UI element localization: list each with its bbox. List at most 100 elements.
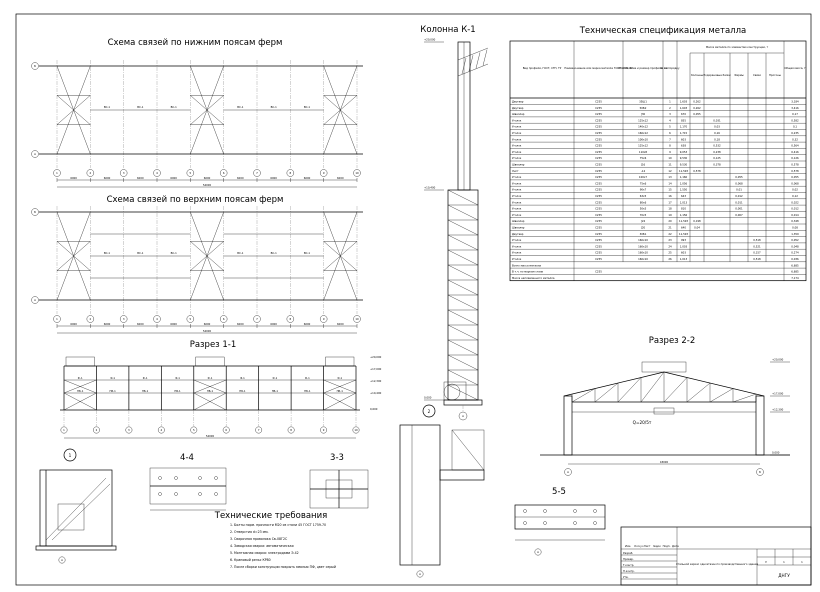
beam-end [451, 429, 485, 471]
beam-mark: ПБ-1 [207, 389, 214, 393]
stamp-border [620, 526, 812, 586]
stamp-role: Т.контр. [623, 563, 634, 567]
elev-mark: +12,300 [772, 408, 784, 412]
bolt-hole [158, 476, 162, 480]
spec-cell: С255 [595, 226, 602, 230]
spec-cell: Уголок [512, 207, 522, 211]
spec-cell: 63х5 [640, 194, 647, 198]
title-tech: Технические требования [214, 511, 327, 521]
bolt-hole [593, 521, 597, 525]
spec-cell: 0,011 [735, 200, 743, 204]
bolt-hole [543, 509, 547, 513]
node2-axis-label: А [419, 572, 421, 576]
sec11-axis-label: 5 [193, 428, 195, 432]
spec-cell: 0,235 [791, 131, 799, 135]
spec-cell: 4 [669, 118, 671, 122]
brace [323, 379, 357, 394]
elev-mark: +20,000 [424, 38, 436, 42]
spec-cell: Уголок [512, 257, 522, 261]
spec-cell: 0,031 [713, 118, 721, 122]
spec-cell: 0,238 [713, 150, 721, 154]
spec-cell: 0,262 [693, 106, 701, 110]
spec-cell: Двутавр [512, 106, 524, 110]
title-5-5: 5-5 [552, 487, 566, 497]
spec-cell: 16 [668, 194, 672, 198]
spec-cell: 160х10 [638, 251, 648, 255]
dim-span: 6000 [104, 322, 111, 326]
spec-cell: 50х5 [640, 207, 647, 211]
truss-web [482, 49, 488, 66]
axis-1-bubble [53, 315, 61, 323]
stamp-sheet: 1 [783, 560, 785, 564]
spec-cell: С255 [595, 200, 602, 204]
requirement-item: 4. Заводская сварка: автоматическая [230, 544, 294, 548]
sec11-axis-bubble [255, 426, 263, 434]
section-4-4: 4-4 [149, 453, 227, 511]
spec-cell: С255 [595, 144, 602, 148]
spec-cell: 75х6 [640, 181, 647, 185]
strut-mark: ВС-1 [304, 251, 311, 255]
spec-cell: 3,416 [791, 106, 799, 110]
beam-mark: ПБ-1 [304, 389, 311, 393]
lattice [447, 309, 479, 326]
spec-subhead: Связи [753, 73, 761, 77]
spec-cell: 6 [669, 131, 671, 135]
spec-cell: 670 [681, 112, 686, 116]
brace-cross [56, 241, 91, 271]
sec11-axis-label: 7 [258, 428, 260, 432]
axis-5-label: 5 [190, 171, 192, 175]
gusset [57, 503, 85, 531]
spec-cell: 70х5 [640, 213, 647, 217]
spec-cell: С255 [595, 118, 602, 122]
stamp-sheets: 1 [801, 560, 803, 564]
spec-cell: С255 [595, 175, 602, 179]
section-1-1: Разрез 1-1 1ПБ-1Ф-12ПБ-1Ф-13ПБ-1Ф-14ПБ-1… [60, 340, 382, 439]
dim-span: 6000 [170, 322, 177, 326]
lattice [447, 234, 479, 251]
spec-table: Техническая спецификация металла Вид про… [509, 26, 807, 282]
spec-cell: 8 [669, 144, 671, 148]
spec-cell: Швеллер [512, 163, 525, 167]
spec-cell: С255 [595, 181, 602, 185]
sec11-axis-bubble [125, 426, 133, 434]
lantern [195, 356, 225, 367]
spec-cell: 0,126 [791, 156, 799, 160]
dim-span: 6000 [304, 322, 311, 326]
dim-span: 6000 [104, 176, 111, 180]
spec-cell: 0,022 [791, 200, 799, 204]
brace-cross [190, 95, 224, 125]
truss-diagonal [640, 371, 665, 403]
bolt-hole [174, 492, 178, 496]
axis-row-Б-label: Б [34, 210, 36, 214]
spec-cell: 3,184 [791, 100, 799, 104]
spec-cell: 0,32 [792, 137, 798, 141]
sec11-axis-bubble [320, 426, 327, 434]
spec-cell: 7 [669, 137, 671, 141]
spec-cell: 603 [681, 137, 686, 141]
lattice [447, 354, 479, 371]
axis-6-bubble [219, 169, 228, 177]
spec-cell: 0,378 [713, 163, 721, 167]
spec-cell: 640 [681, 226, 686, 230]
axis-1-bubble [53, 169, 61, 177]
beam-stiffener [451, 429, 485, 471]
spec-cell: С255 [595, 100, 602, 104]
node-2-label: 2 [428, 409, 431, 414]
truss-web [461, 57, 467, 75]
node-1-drawing: А [35, 469, 117, 564]
title-3-3: 3-3 [330, 453, 344, 463]
spec-cell: Лист [512, 169, 519, 173]
axis-row-А-bubble [31, 150, 39, 158]
truss-mark: Ф-1 [305, 376, 310, 380]
requirement-item: 6. Крановый рельс КР80 [230, 558, 271, 562]
truss-mark: Ф-1 [110, 376, 115, 380]
spec-cell: 22 [668, 232, 672, 236]
spec-cell: 0,068 [791, 181, 799, 185]
axis-7-bubble [253, 169, 261, 177]
spec-cell: 11,593 [679, 232, 688, 236]
axis-row-Б-bubble [31, 62, 39, 70]
spec-cell: 0,001 [735, 207, 743, 211]
dim-span: 6000 [337, 322, 344, 326]
spec-cell: Уголок [512, 131, 522, 135]
